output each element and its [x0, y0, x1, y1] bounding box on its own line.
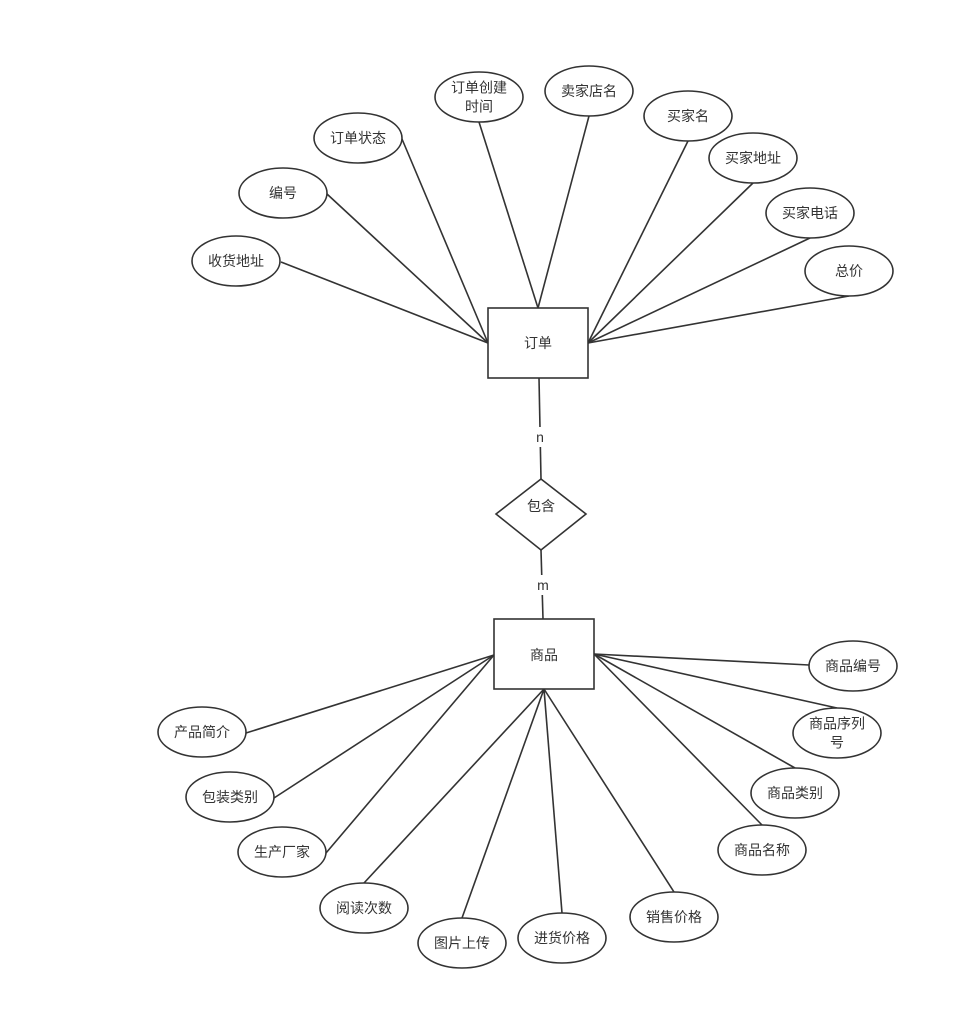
order-attribute-ellipse [544, 65, 634, 117]
product-entity-box [493, 618, 595, 690]
product-attribute-ellipse [319, 882, 409, 934]
order-attribute[interactable]: 订单状态 [313, 112, 403, 164]
order-attribute-label: 编号 [269, 185, 297, 201]
product-attribute-label: 销售价格 [646, 909, 702, 925]
product-attribute-ellipse [808, 640, 898, 692]
product-attribute-ellipse [237, 826, 327, 878]
product-attribute-label: 商品类别 [767, 785, 823, 801]
cardinality-m-bg [534, 575, 552, 595]
order-entity-label: 订单 [524, 335, 552, 351]
order-attribute-label: 总价 [835, 263, 863, 279]
cardinality-n-bg [532, 427, 548, 447]
product-attr-line [363, 688, 545, 884]
order-attribute[interactable]: 卖家店名 [544, 65, 634, 117]
product-attribute-label: 商品序列 [809, 716, 865, 732]
product-attribute[interactable]: 销售价格 [629, 891, 719, 943]
order-attribute-ellipse [804, 245, 894, 297]
product-attribute-label: 图片上传 [434, 935, 490, 951]
order-attribute-ellipse [434, 71, 524, 123]
cardinality-n-label: n [536, 429, 544, 445]
order-attribute-label: 收货地址 [208, 253, 264, 269]
order-attribute-ellipse [313, 112, 403, 164]
product-attribute[interactable]: 进货价格 [517, 912, 607, 964]
order-attr-line [401, 138, 489, 344]
order-entity[interactable]: 订单 [487, 307, 589, 379]
order-attr-line [587, 295, 850, 344]
product-attr-line [273, 654, 495, 799]
order-attribute[interactable]: 买家电话 [765, 187, 855, 239]
order-attribute-ellipse [643, 90, 733, 142]
product-attr-line [543, 688, 675, 893]
contains-relationship[interactable]: n 包含 m [494, 427, 588, 595]
order-attribute[interactable]: 编号 [238, 167, 328, 219]
order-attribute-label: 订单状态 [330, 130, 386, 146]
product-attribute-label: 商品名称 [734, 842, 790, 858]
product-attribute-ellipse [517, 912, 607, 964]
product-attribute[interactable]: 商品编号 [808, 640, 898, 692]
product-attribute[interactable]: 包装类别 [185, 771, 275, 823]
order-attr-line [587, 237, 811, 344]
order-attr-line [326, 193, 489, 344]
order-entity-box [487, 307, 589, 379]
product-attr-line [593, 653, 763, 826]
order-attribute-ellipse [765, 187, 855, 239]
product-attribute-label: 包装类别 [202, 789, 258, 805]
product-attribute-label: 阅读次数 [336, 900, 392, 916]
order-attribute-ellipse [238, 167, 328, 219]
cardinality-m-label: m [537, 577, 549, 593]
product-attr-line [461, 688, 545, 919]
product-attribute-ellipse [717, 824, 807, 876]
order-attribute-ellipse [708, 132, 798, 184]
product-attribute-ellipse [417, 917, 507, 969]
order-attribute-label: 时间 [465, 99, 493, 115]
order-attribute[interactable]: 总价 [804, 245, 894, 297]
product-attribute[interactable]: 商品名称 [717, 824, 807, 876]
product-attr-line [543, 688, 563, 914]
order-attribute-label: 买家电话 [782, 205, 838, 221]
product-attribute-ellipse [157, 706, 247, 758]
product-attribute[interactable]: 产品简介 [157, 706, 247, 758]
product-entity-label: 商品 [530, 647, 558, 663]
order-attribute[interactable]: 收货地址 [191, 235, 281, 287]
contains-relationship-diamond [494, 477, 588, 552]
product-attribute[interactable]: 图片上传 [417, 917, 507, 969]
order-attr-line [587, 182, 754, 344]
product-attr-line [593, 653, 796, 769]
order-attribute-label: 卖家店名 [561, 83, 617, 99]
product-attribute-ellipse [629, 891, 719, 943]
product-attribute-label: 生产厂家 [254, 844, 310, 860]
product-attribute-ellipse [750, 767, 840, 819]
product-entity[interactable]: 商品 [493, 618, 595, 690]
order-attr-line [478, 121, 539, 309]
product-attribute[interactable]: 生产厂家 [237, 826, 327, 878]
connector-lines [245, 115, 850, 919]
product-attribute-ellipse [185, 771, 275, 823]
order-attribute[interactable]: 买家地址 [708, 132, 798, 184]
product-attribute[interactable]: 商品类别 [750, 767, 840, 819]
product-attr-line [245, 654, 495, 734]
product-attribute-label: 进货价格 [534, 930, 590, 946]
product-attribute-label: 号 [830, 735, 844, 751]
product-attr-line [593, 653, 810, 666]
product-attribute-label: 商品编号 [825, 658, 881, 674]
order-attr-line [280, 261, 489, 344]
order-attr-line [537, 115, 590, 309]
product-attribute-ellipse [792, 707, 882, 759]
order-attribute-label: 买家地址 [725, 150, 781, 166]
order-attr-line [587, 140, 689, 344]
product-attr-line [325, 654, 495, 854]
order-attribute-ellipse [191, 235, 281, 287]
product-attribute[interactable]: 阅读次数 [319, 882, 409, 934]
order-attribute-label: 订单创建 [451, 80, 507, 96]
contains-relationship-label: 包含 [527, 498, 555, 514]
order-attribute-label: 买家名 [667, 108, 709, 124]
product-attribute-label: 产品简介 [174, 724, 230, 740]
order-attribute[interactable]: 买家名 [643, 90, 733, 142]
product-attr-line [593, 653, 838, 709]
